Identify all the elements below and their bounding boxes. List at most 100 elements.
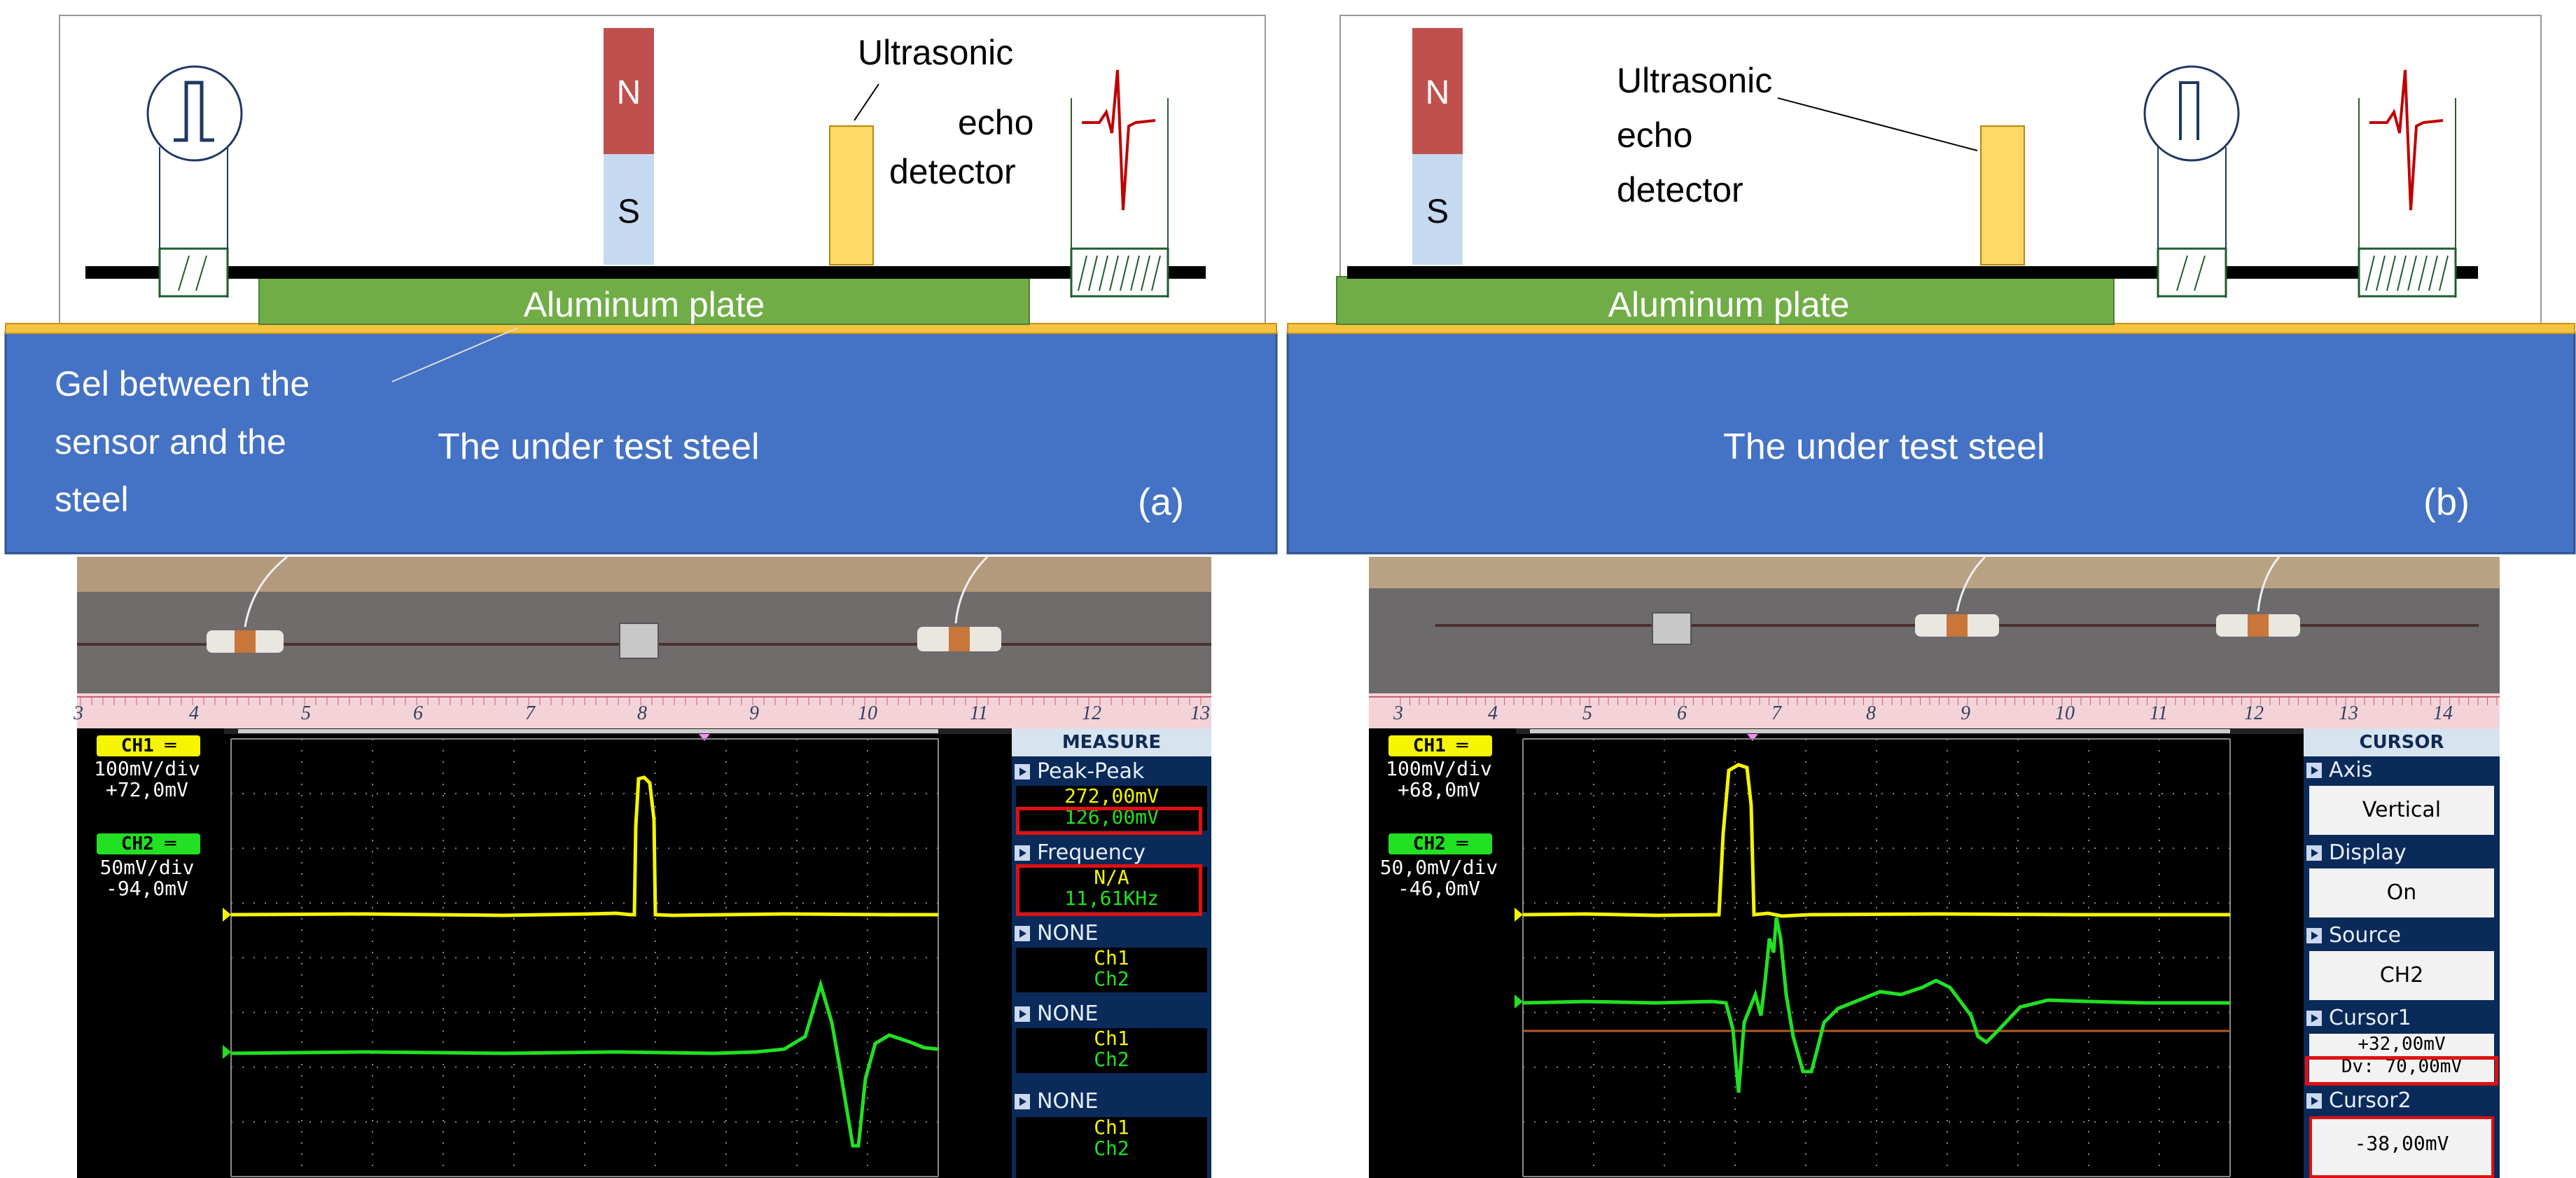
menu-item-source[interactable]: Source	[2306, 923, 2401, 948]
none3-ch1: Ch1	[1094, 1116, 1129, 1139]
display-value-button[interactable]: On	[2309, 868, 2494, 917]
pulse-sensor-b	[2143, 65, 2240, 298]
panel-label-a: (a)	[1138, 481, 1184, 523]
ruler-number: 3	[1393, 702, 1403, 724]
ch1-scale: 100mV/div	[94, 757, 200, 780]
magnet-s-label-b: S	[1426, 193, 1449, 230]
detector-label-b-3: detector	[1617, 170, 1743, 209]
gel-label-a-2: sensor and the	[55, 422, 286, 462]
measure-value-box: N/A 11,61KHz	[1016, 867, 1207, 912]
frequency-ch2: 11,61KHz	[1064, 887, 1159, 910]
cursor2-value-button[interactable]: -38,00mV	[2309, 1116, 2494, 1178]
panel-label-b: (b)	[2423, 481, 2470, 523]
ch2-badge: CH2 ═	[97, 833, 200, 854]
arrow-icon	[1015, 764, 1030, 779]
ruler-number: 9	[749, 702, 759, 724]
ruler-number: 3	[74, 702, 83, 724]
scope-grid-a	[230, 738, 939, 1177]
arrow-icon	[2306, 845, 2322, 861]
cursor1-value: +32,00mV	[2358, 1034, 2446, 1055]
menu-head-label: NONE	[1037, 1002, 1099, 1026]
ch2-trace-a	[230, 978, 939, 1148]
detector-b	[1980, 125, 2025, 265]
steel-block-a	[4, 331, 1278, 555]
menu-head-label: NONE	[1037, 1089, 1099, 1114]
menu-item-peak-peak[interactable]: Peak-Peak	[1015, 759, 1144, 784]
ch1-badge: CH1 ═	[1388, 735, 1492, 756]
menu-item-axis[interactable]: Axis	[2306, 758, 2372, 783]
ch2-offset: -46,0mV	[1397, 877, 1480, 900]
gel-label-a-1: Gel between the	[55, 364, 309, 403]
ruler-number: 4	[1488, 702, 1498, 724]
menu-head-label: Source	[2329, 923, 2402, 948]
menu-item-cursor2[interactable]: Cursor2	[2306, 1088, 2411, 1114]
menu-item-none-1[interactable]: NONE	[1015, 921, 1098, 946]
diagram-a: N S Ultrasonic echo detector Aluminum pl…	[4, 15, 1278, 555]
highlight-box	[1016, 807, 1202, 835]
aluminum-plate-b	[1336, 276, 2115, 325]
menu-item-display[interactable]: Display	[2306, 840, 2407, 866]
source-value-button[interactable]: CH2	[2309, 951, 2494, 1000]
magnet-s-a	[604, 154, 654, 265]
ch1-badge: CH1 ═	[97, 735, 200, 756]
ch2-scale: 50,0mV/div	[1379, 856, 1498, 879]
ch1-scale: 100mV/div	[1386, 757, 1492, 780]
gel-layer-b	[1287, 323, 2575, 334]
magnet-s-label-a: S	[618, 193, 640, 230]
ruler-number: 4	[189, 702, 199, 724]
arrow-icon	[1015, 1006, 1030, 1022]
magnet-n-a	[604, 28, 654, 154]
steel-label-b: The under test steel	[1723, 427, 2045, 467]
detector-label-b-1: Ultrasonic	[1617, 61, 1772, 100]
measure-value-box: Ch1 Ch2	[1016, 1028, 1207, 1073]
none1-ch1: Ch1	[1094, 946, 1129, 969]
ruler-number: 10	[858, 702, 877, 724]
ruler-number: 7	[1771, 702, 1781, 724]
ruler-number: 5	[301, 702, 311, 724]
plate-label-b: Aluminum plate	[1608, 285, 1850, 324]
none2-ch2: Ch2	[1094, 1048, 1129, 1071]
ruler-number: 7	[525, 702, 535, 724]
frequency-ch1: N/A	[1094, 866, 1129, 889]
ruler-number: 12	[2244, 702, 2264, 724]
steel-label-a: The under test steel	[438, 427, 760, 467]
diagram-b: N S Ultrasonic echo detector Aluminum pl…	[1286, 15, 2576, 555]
ruler-number: 14	[2433, 702, 2453, 724]
sensor-strip-a	[85, 266, 1206, 279]
menu-head-label: NONE	[1037, 921, 1099, 945]
plate-label-a: Aluminum plate	[524, 285, 765, 324]
measure-value-box: Ch1 Ch2	[1016, 948, 1207, 992]
dv-value: Dv: 70,00mV	[2341, 1056, 2463, 1077]
menu-head-label: Cursor1	[2329, 1006, 2411, 1030]
ch1-trace-b	[1522, 763, 2230, 918]
arrow-icon	[2306, 928, 2322, 943]
gel-layer-a	[5, 323, 1277, 334]
menu-head-label: Cursor2	[2329, 1088, 2411, 1113]
ruler-ticks-a	[80, 697, 1202, 705]
arrow-icon	[2306, 1011, 2322, 1026]
menu-head-label: Peak-Peak	[1037, 759, 1145, 784]
axis-value-button[interactable]: Vertical	[2309, 786, 2494, 835]
photo-a-svg	[77, 555, 1211, 728]
steel-block-b	[1286, 331, 2576, 555]
detector-leader-a	[854, 83, 879, 121]
cursor-menu-panel: CURSOR Axis Vertical Display On Source C…	[2304, 728, 2500, 1178]
gel-label-a-3: steel	[55, 480, 129, 519]
highlight-box	[2305, 1056, 2498, 1086]
menu-item-none-2[interactable]: NONE	[1015, 1002, 1098, 1027]
arrow-icon	[1015, 926, 1030, 941]
none1-ch2: Ch2	[1094, 967, 1129, 990]
sensor-strip-b	[1347, 266, 2478, 279]
photo-b-svg	[1369, 555, 2500, 728]
menu-item-none-3[interactable]: NONE	[1015, 1089, 1098, 1114]
ruler-number: 9	[1961, 702, 1970, 724]
menu-item-frequency[interactable]: Frequency	[1015, 840, 1146, 866]
arrow-icon	[2306, 1093, 2322, 1109]
detector-leader-b	[1777, 97, 1978, 151]
menu-item-cursor1[interactable]: Cursor1	[2306, 1006, 2411, 1031]
ruler-ticks-b	[1400, 697, 2498, 705]
ch1-offset: +72,0mV	[105, 778, 188, 801]
highlight-box	[1016, 864, 1202, 916]
ch2-trace-b	[1522, 917, 2230, 1093]
peak-peak-ch1: 272,00mV	[1064, 784, 1159, 808]
